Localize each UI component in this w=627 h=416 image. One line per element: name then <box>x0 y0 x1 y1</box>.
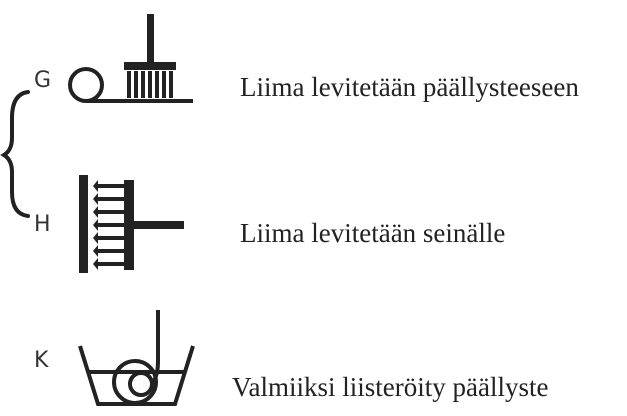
symbol-description-g: Liima levitetään päällysteeseen <box>240 72 579 102</box>
symbol-letter-k: K <box>34 348 49 373</box>
symbol-letter-h: H <box>34 212 51 237</box>
symbol-description-h: Liima levitetään seinälle <box>240 218 506 248</box>
symbol-description-k: Valmiiksi liisteröity päällyste <box>232 372 549 402</box>
symbol-letter-g: G <box>34 68 52 93</box>
